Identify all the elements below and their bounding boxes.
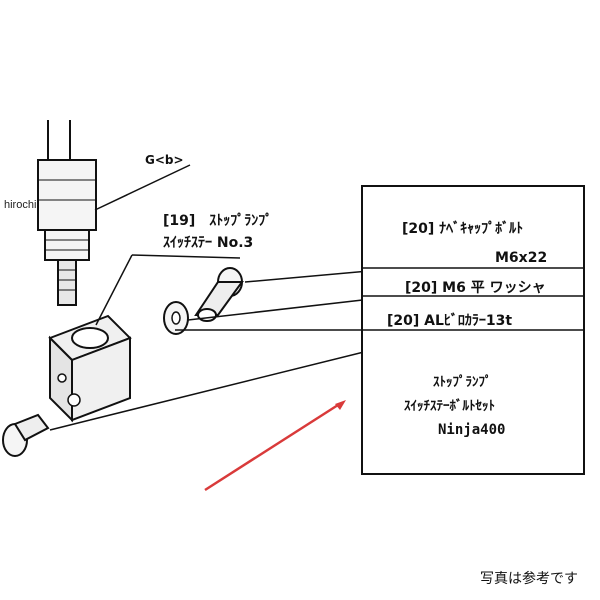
parts-item-2: [20] M6 平 ワッシャ [405,280,546,296]
parts-item-1-line2: M6x22 [495,250,547,266]
set-title-line2: ｽｲｯﾁｽﾃｰﾎﾞﾙﾄｾｯﾄ [404,398,495,414]
leader-lines [49,164,381,431]
callout-g-b: G<b> [145,153,184,167]
set-title-line3: Ninja400 [438,422,505,438]
aluminum-collar [194,267,244,322]
flat-washer [163,301,189,335]
callout-part-19-line1: [19] ｽﾄｯﾌﾟﾗﾝﾌﾟ [163,212,272,229]
parts-item-1-line1: [20] ﾅﾍﾞｷｬｯﾌﾟﾎﾞﾙﾄ [402,220,523,237]
switch-stay-bracket [48,314,132,423]
stop-lamp-switch [37,159,97,306]
parts-list-box [361,185,585,475]
highlight-arrow [204,400,346,492]
callout-part-19-line2: ｽｲｯﾁｽﾃｰ No.3 [163,235,253,251]
watermark: hirochi [4,199,36,211]
cap-bolt [2,413,50,457]
set-title-line1: ｽﾄｯﾌﾟﾗﾝﾌﾟ [433,374,492,390]
reference-caption: 写真は参考です [480,571,578,587]
parts-item-3: [20] ALﾋﾞﾛｶﾗｰ13t [387,312,512,329]
